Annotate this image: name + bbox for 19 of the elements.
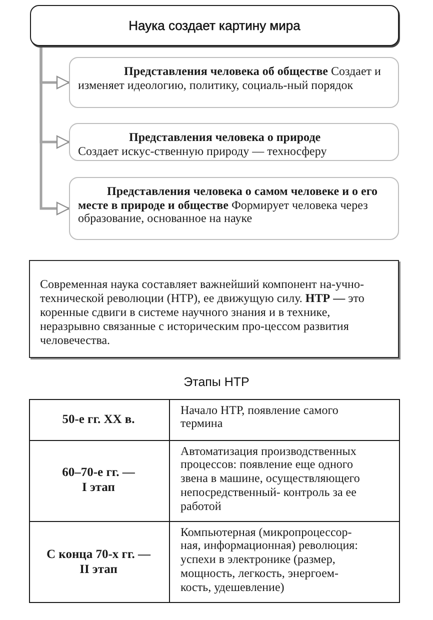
rounded-box xyxy=(69,177,399,240)
box-heading: Представления человека о природе xyxy=(128,131,322,144)
stage-description: Начало НТР, появление самого термина xyxy=(180,404,340,432)
arrow xyxy=(40,46,70,216)
rounded-box xyxy=(69,123,399,161)
box-text: Представления человека о самом человеке и о его месте в природе и обществе Формирует человека через образование, основанное на науке xyxy=(78,185,378,226)
title-box xyxy=(30,5,399,46)
stage-description: Автоматизация производственных процессов: появление еще одного звена в машине, осуществляющего непосредственный- контроль за ее работой xyxy=(180,444,361,514)
text-frame xyxy=(29,260,399,358)
box-text: Представления человека об обществе Создает и изменяет идеологию, политику, социаль-ный порядок xyxy=(78,65,382,92)
period-text: 60–70-е гг. — I этап xyxy=(61,465,136,495)
stage-description: Компьютерная (микропроцессор-ная, информационная) революция: успехи в электронике (размер, мощность, легкость, энергоем-кость, удешевление) xyxy=(180,526,359,594)
table-heading: Этапы НТР xyxy=(184,375,250,389)
title-text: Наука создает картину мира xyxy=(128,18,300,33)
rounded-box xyxy=(69,57,399,108)
paragraph-text: Современная наука составляет важнейший компонент на-учно-технической революции (НТР), ее движущую силу. НТР — это коренные сдвиги в системе научного знания и в технике, неразрывно связанные с историческим про-цессом развития человечества. xyxy=(40,277,366,347)
box-body: Создает искус-ственную природу — техносферу xyxy=(78,144,328,158)
period-text: С конца 70-х гг. — II этап xyxy=(46,546,152,576)
period-text: 50-е гг. XX в. xyxy=(62,412,135,426)
